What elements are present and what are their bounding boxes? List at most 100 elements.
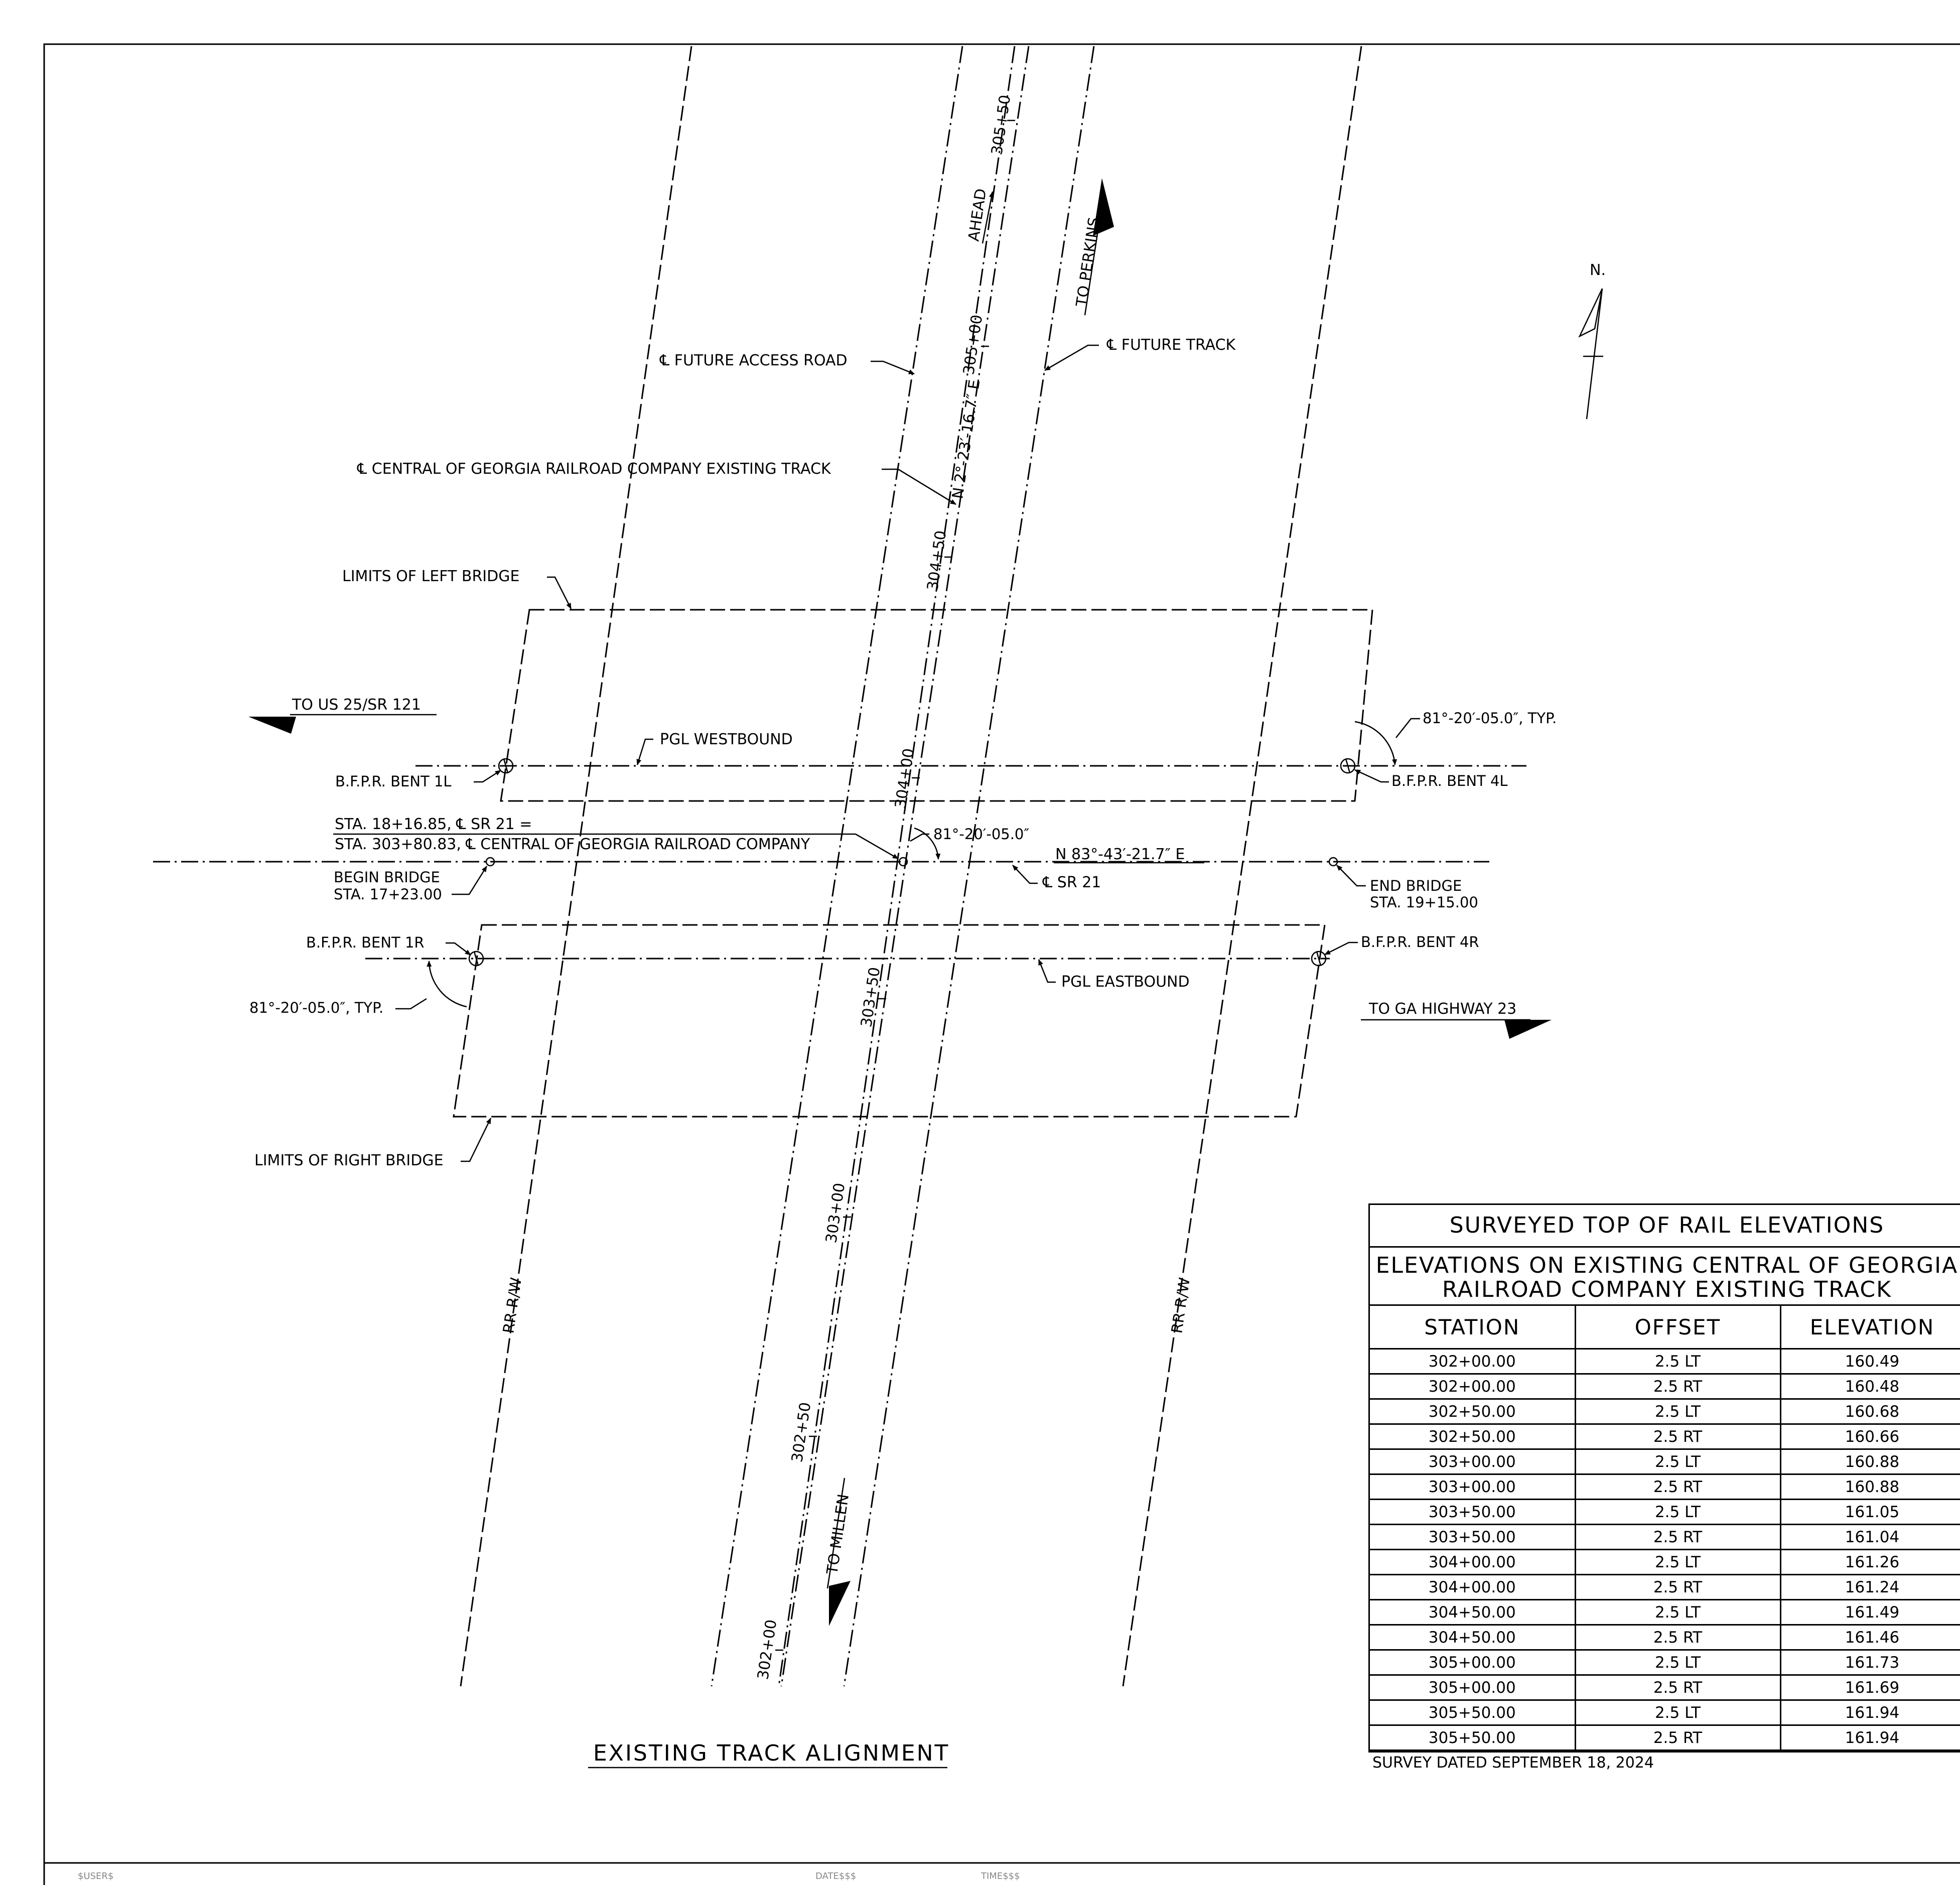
station-equation-leader [855,833,899,860]
sheet-border [43,43,1960,1885]
cell-station: 303+50.00 [1370,1524,1576,1550]
to-perkins-arrow [1093,178,1114,236]
bent-4r-leader [1324,941,1358,956]
future-track-label: ℄ FUTURE TRACK [1106,336,1236,354]
drawing-title: EXISTING TRACK ALIGNMENT [593,1740,949,1766]
angle-typ-left-label: 81°-20′-05.0″, TYP. [249,999,383,1016]
station-label-303-00: 303+00 [822,1182,849,1244]
footer-user-field: $USER$ [78,1871,114,1881]
track-bearing-label: N 2°-23′-16.7″ E [949,378,984,500]
cell-offset: 2.5 RT [1575,1725,1781,1751]
cell-offset: 2.5 RT [1575,1524,1781,1550]
cell-station: 304+00.00 [1370,1549,1576,1575]
angle-typ-right-label: 81°-20′-05.0″, TYP. [1423,710,1557,727]
cell-station: 302+00.00 [1370,1349,1576,1375]
cell-elevation: 160.88 [1780,1474,1960,1500]
cell-elevation: 161.24 [1780,1574,1960,1600]
cell-offset: 2.5 RT [1575,1474,1781,1500]
cell-offset: 2.5 LT [1575,1349,1781,1375]
bent-4l-marker [1340,758,1356,774]
bent-1l-cross [503,758,509,773]
table-title: SURVEYED TOP OF RAIL ELEVATIONS [1370,1205,1960,1248]
angle-center-label: 81°-20′-05.0″ [933,826,1029,843]
bent-4r-cross [1316,951,1322,966]
cell-elevation: 161.94 [1780,1725,1960,1751]
bent-1r-label: B.F.P.R. BENT 1R [306,934,425,951]
cell-elevation: 161.04 [1780,1524,1960,1550]
cell-elevation: 161.49 [1780,1599,1960,1626]
cell-offset: 2.5 LT [1575,1599,1781,1626]
rr-rw-label-left: RR R/W [500,1276,525,1334]
cell-offset: 2.5 RT [1575,1574,1781,1600]
pgl-eastbound-leader [1038,959,1056,983]
station-label-302-50: 302+50 [788,1401,814,1463]
bent-4r-marker [1311,951,1327,967]
sr21-bearing-label: N 83°-43′-21.7″ E [1055,846,1185,863]
cell-offset: 2.5 LT [1575,1650,1781,1676]
angle-typ-left-arc [427,961,467,1008]
station-ticks [775,119,1015,1651]
limits-right-bridge-leader [461,1118,492,1162]
cell-elevation: 161.73 [1780,1650,1960,1676]
cell-offset: 2.5 RT [1575,1675,1781,1701]
station-equation-line1: STA. 18+16.85, ℄ SR 21 = [335,816,532,833]
station-equation-point [898,857,908,867]
footer-time-field: TIME$$$ [981,1871,1020,1881]
angle-typ-right-leader [1395,718,1420,738]
bent-4l-leader [1354,769,1389,783]
angle-center-leader [910,833,929,842]
table-subtitle: ELEVATIONS ON EXISTING CENTRAL OF GEORGI… [1370,1248,1960,1306]
pgl-eastbound-label: PGL EASTBOUND [1061,973,1190,991]
cell-elevation: 161.94 [1780,1700,1960,1726]
existing-track-leader [882,468,956,505]
end-bridge-leader [1336,865,1366,887]
cell-station: 305+50.00 [1370,1700,1576,1726]
cell-offset: 2.5 RT [1575,1424,1781,1450]
cell-station: 302+50.00 [1370,1424,1576,1450]
cell-station: 304+50.00 [1370,1599,1576,1626]
rr-rw-line-left [460,46,692,1687]
cell-elevation: 160.68 [1780,1399,1960,1425]
to-millen-underline [826,1477,846,1589]
cell-station: 305+00.00 [1370,1650,1576,1676]
to-us25-label: TO US 25/SR 121 [292,696,421,714]
begin-bridge-label-line2: STA. 17+23.00 [334,886,442,903]
existing-track-centerline [778,46,1016,1687]
to-ga23-label: TO GA HIGHWAY 23 [1368,1000,1516,1018]
angle-typ-right-arc [1354,721,1397,765]
rr-rw-label-right: RR R/W [1168,1276,1194,1334]
cell-offset: 2.5 RT [1575,1625,1781,1651]
cell-offset: 2.5 LT [1575,1700,1781,1726]
bent-1l-leader [474,769,501,783]
angle-center-arc [914,827,941,860]
table-subtitle-line2: RAILROAD COMPANY EXISTING TRACK [1442,1277,1892,1302]
col-header-station: STATION [1370,1306,1576,1350]
station-label-303-50: 303+50 [858,966,884,1028]
rr-rw-line-right [1122,46,1362,1687]
cell-elevation: 160.48 [1780,1374,1960,1400]
to-millen-arrow [829,1581,851,1626]
existing-track-label: ℄ CENTRAL OF GEORGIA RAILROAD COMPANY EX… [357,460,831,478]
north-label: N. [1590,261,1606,279]
angle-typ-left-leader [395,998,427,1010]
cell-elevation: 161.46 [1780,1625,1960,1651]
cell-elevation: 160.66 [1780,1424,1960,1450]
cl-sr21-leader [1012,865,1038,884]
bent-1l-label: B.F.P.R. BENT 1L [335,773,452,790]
bent-1r-marker [468,951,484,967]
cell-station: 304+00.00 [1370,1574,1576,1600]
cell-offset: 2.5 LT [1575,1399,1781,1425]
col-header-offset: OFFSET [1575,1306,1781,1350]
limits-right-bridge-label: LIMITS OF RIGHT BRIDGE [254,1152,444,1169]
station-equation-line2: STA. 303+80.83, ℄ CENTRAL OF GEORGIA RAI… [335,836,810,853]
cell-elevation: 160.88 [1780,1449,1960,1475]
